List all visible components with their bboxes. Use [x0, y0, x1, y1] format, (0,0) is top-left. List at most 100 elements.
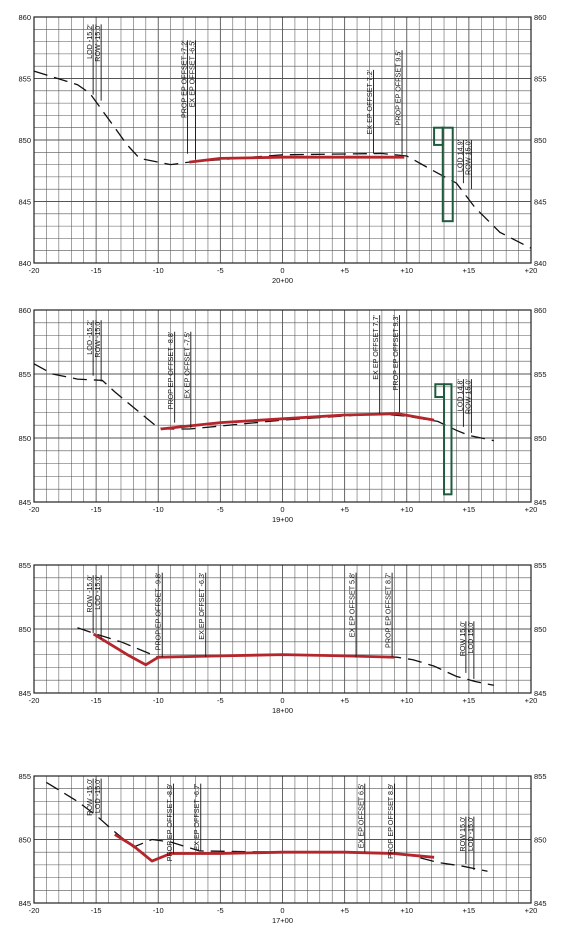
offset-callout-text: PROP EP OFFSET -7.2': [180, 40, 189, 118]
x-tick-label: +15: [463, 505, 476, 514]
offset-callout-text: PROP EP OFFSET -9.8': [154, 572, 163, 650]
offset-callout: PROP EP OFFSET -8.8': [166, 331, 175, 423]
y-tick-label-left: 855: [18, 561, 31, 570]
station-label: 17+00: [272, 916, 293, 925]
y-tick-label-left: 860: [18, 306, 31, 315]
offset-callout-text: ROW -15.0': [93, 320, 102, 358]
structure-pipe: [443, 383, 453, 496]
x-tick-label: -10: [153, 505, 164, 514]
x-tick-label: +5: [340, 906, 349, 915]
panel-frame: [33, 16, 532, 264]
y-tick-label-left: 860: [18, 13, 31, 22]
x-tick-label: 0: [280, 505, 284, 514]
x-tick-label: -15: [91, 266, 102, 275]
offset-callout-text: ROW 15.0': [458, 621, 467, 657]
x-tick-label: -20: [29, 906, 40, 915]
offset-callout-text: EX EP OFFSET 7.7': [371, 314, 380, 379]
offset-callout-text: ROW -15.0': [85, 575, 94, 613]
x-tick-label: +10: [400, 696, 413, 705]
offset-callout: EX EP OFFSET 7.7': [371, 314, 380, 414]
offset-callout: ROW -15.0'LOD -15.0': [85, 778, 102, 820]
x-tick-label: +20: [525, 906, 538, 915]
offset-callout-text: ROW 15.0': [463, 139, 472, 175]
offset-callout-text: EX EP OFFSET 6.5': [356, 783, 365, 848]
drainage-structure: [434, 383, 453, 496]
offset-callout: PROP EP OFFSET 8.9': [386, 783, 395, 859]
offset-callout-text: PROP EP OFFSET -8.8': [166, 331, 175, 409]
proposed-grade-line: [189, 155, 405, 164]
y-tick-label-left: 845: [18, 498, 31, 507]
panel-frame: [33, 309, 532, 503]
x-tick-label: -5: [217, 906, 224, 915]
y-tick-label-left: 845: [18, 899, 31, 908]
x-tick-label: +5: [340, 696, 349, 705]
y-tick-label-right: 840: [534, 259, 547, 268]
x-tick-label: -10: [153, 266, 164, 275]
y-tick-label-right: 860: [534, 306, 547, 315]
y-tick-label-left: 855: [18, 75, 31, 84]
offset-callout-text: ROW 15.0': [458, 816, 467, 852]
y-tick-label-left: 850: [18, 434, 31, 443]
offset-callout-text: EX EP OFFSET -6.3': [197, 572, 206, 640]
y-tick-label-right: 855: [534, 772, 547, 781]
x-tick-label: -5: [217, 266, 224, 275]
y-tick-label-right: 860: [534, 13, 547, 22]
x-tick-label: -20: [29, 505, 40, 514]
offset-callout: LOD -15.2'ROW -15.0': [85, 24, 102, 101]
offset-callout: EX EP OFFSET 7.2': [365, 69, 374, 154]
proposed-grade-line: [160, 412, 435, 431]
offset-callout: ROW -15.0'LOD -15.0': [85, 575, 102, 640]
x-tick-label: -15: [91, 696, 102, 705]
x-tick-label: +20: [525, 505, 538, 514]
y-tick-label-right: 845: [534, 198, 547, 207]
y-tick-label-left: 855: [18, 772, 31, 781]
offset-callout: PROP EP OFFSET -8.9': [165, 783, 174, 861]
y-tick-label-right: 850: [534, 625, 547, 634]
x-tick-label: +10: [400, 505, 413, 514]
y-tick-label-right: 850: [534, 136, 547, 145]
x-tick-label: +20: [525, 696, 538, 705]
offset-callout-text: ROW -15.0': [85, 778, 94, 816]
offset-callout-text: ROW -15.0': [93, 24, 102, 62]
structure-cap: [434, 383, 446, 399]
x-tick-label: +10: [400, 906, 413, 915]
x-tick-label: +15: [463, 266, 476, 275]
y-tick-label-left: 855: [18, 370, 31, 379]
offset-callout-text: PROP EP OFFSET 9.3': [391, 315, 400, 391]
station-label: 19+00: [272, 515, 293, 524]
x-tick-label: -5: [217, 696, 224, 705]
y-tick-label-left: 850: [18, 836, 31, 845]
offset-callout-text: ROW 15.0': [463, 379, 472, 415]
grid-lines: [33, 309, 532, 503]
existing-ground-line: [77, 627, 494, 686]
offset-callout-text: LOD -15.2': [85, 320, 94, 355]
offset-callout: ROW 15.0'LOD -15.0': [458, 816, 475, 870]
offset-callout-text: EX EP OFFSET 7.2': [365, 69, 374, 134]
offset-callout-text: LOD -15.0': [466, 816, 475, 851]
offset-callout-text: LOD 14.9': [455, 139, 464, 172]
offset-callout-text: PROP EP OFFSET 9.5': [394, 50, 403, 126]
x-tick-label: -5: [217, 505, 224, 514]
y-tick-label-right: 855: [534, 75, 547, 84]
y-tick-label-right: 845: [534, 689, 547, 698]
offset-callout-text: LOD 14.8': [455, 378, 464, 411]
y-tick-label-left: 850: [18, 136, 31, 145]
y-tick-label-left: 840: [18, 259, 31, 268]
drainage-structure: [433, 126, 454, 223]
offset-callout-text: EX EP OFFSET -6.7': [192, 783, 201, 851]
y-tick-label-right: 855: [534, 370, 547, 379]
offset-callout: PROP EP OFFSET -9.8': [154, 572, 163, 658]
x-tick-label: 0: [280, 906, 284, 915]
x-tick-label: +20: [525, 266, 538, 275]
x-tick-label: +15: [463, 696, 476, 705]
x-tick-label: -15: [91, 906, 102, 915]
y-tick-label-left: 845: [18, 198, 31, 207]
x-tick-label: +5: [340, 505, 349, 514]
offset-callout: LOD 14.8'ROW 15.0': [455, 378, 472, 433]
proposed-grade-line: [92, 632, 395, 667]
station-label: 20+00: [272, 276, 293, 285]
offset-callout: EX EP OFFSET -6.3': [197, 572, 206, 658]
